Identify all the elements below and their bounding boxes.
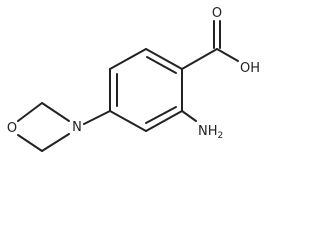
morpholine-bond-n-lower [41, 133, 70, 152]
ring-bond-top [145, 48, 183, 70]
morpholine-bond-upper-left [17, 102, 43, 122]
hydroxyl-label: OH [240, 61, 260, 76]
morpholine-oxygen-label: O [7, 121, 17, 136]
morpholine-bond-lower-left [17, 134, 43, 152]
ring-bond-bottom-left [109, 110, 147, 132]
morpholine-nitrogen-label: N [72, 120, 82, 135]
bond-ring-to-amino [181, 110, 197, 122]
ring-bond-bottom-right [145, 110, 183, 132]
amino-hydrogen: H [208, 124, 218, 139]
carbonyl-oxygen-label: O [212, 6, 222, 21]
bond-carboxyl-to-hydroxyl [216, 48, 239, 62]
morpholine-ring: N O [7, 102, 111, 152]
bond-ring-to-carboxyl-carbon [181, 48, 218, 70]
amino-hydrogen-subscript: 2 [218, 131, 224, 141]
amino-group-label: NH2 [198, 124, 223, 141]
benzene-ring [109, 48, 183, 132]
morpholine-bond-n-upper [41, 102, 70, 122]
bond-ring-to-morpholine-nitrogen [83, 110, 111, 125]
carboxylic-acid-group: O OH [181, 6, 260, 76]
ring-double-bond-inner-top-right [146, 56, 177, 74]
amino-nitrogen: N [198, 124, 208, 139]
amino-group: NH2 [181, 110, 223, 141]
ring-bond-top-left [109, 48, 147, 70]
ring-double-bond-inner-bottom-right [145, 106, 177, 124]
chemical-structure-diagram: O OH NH2 N O [7, 6, 260, 152]
